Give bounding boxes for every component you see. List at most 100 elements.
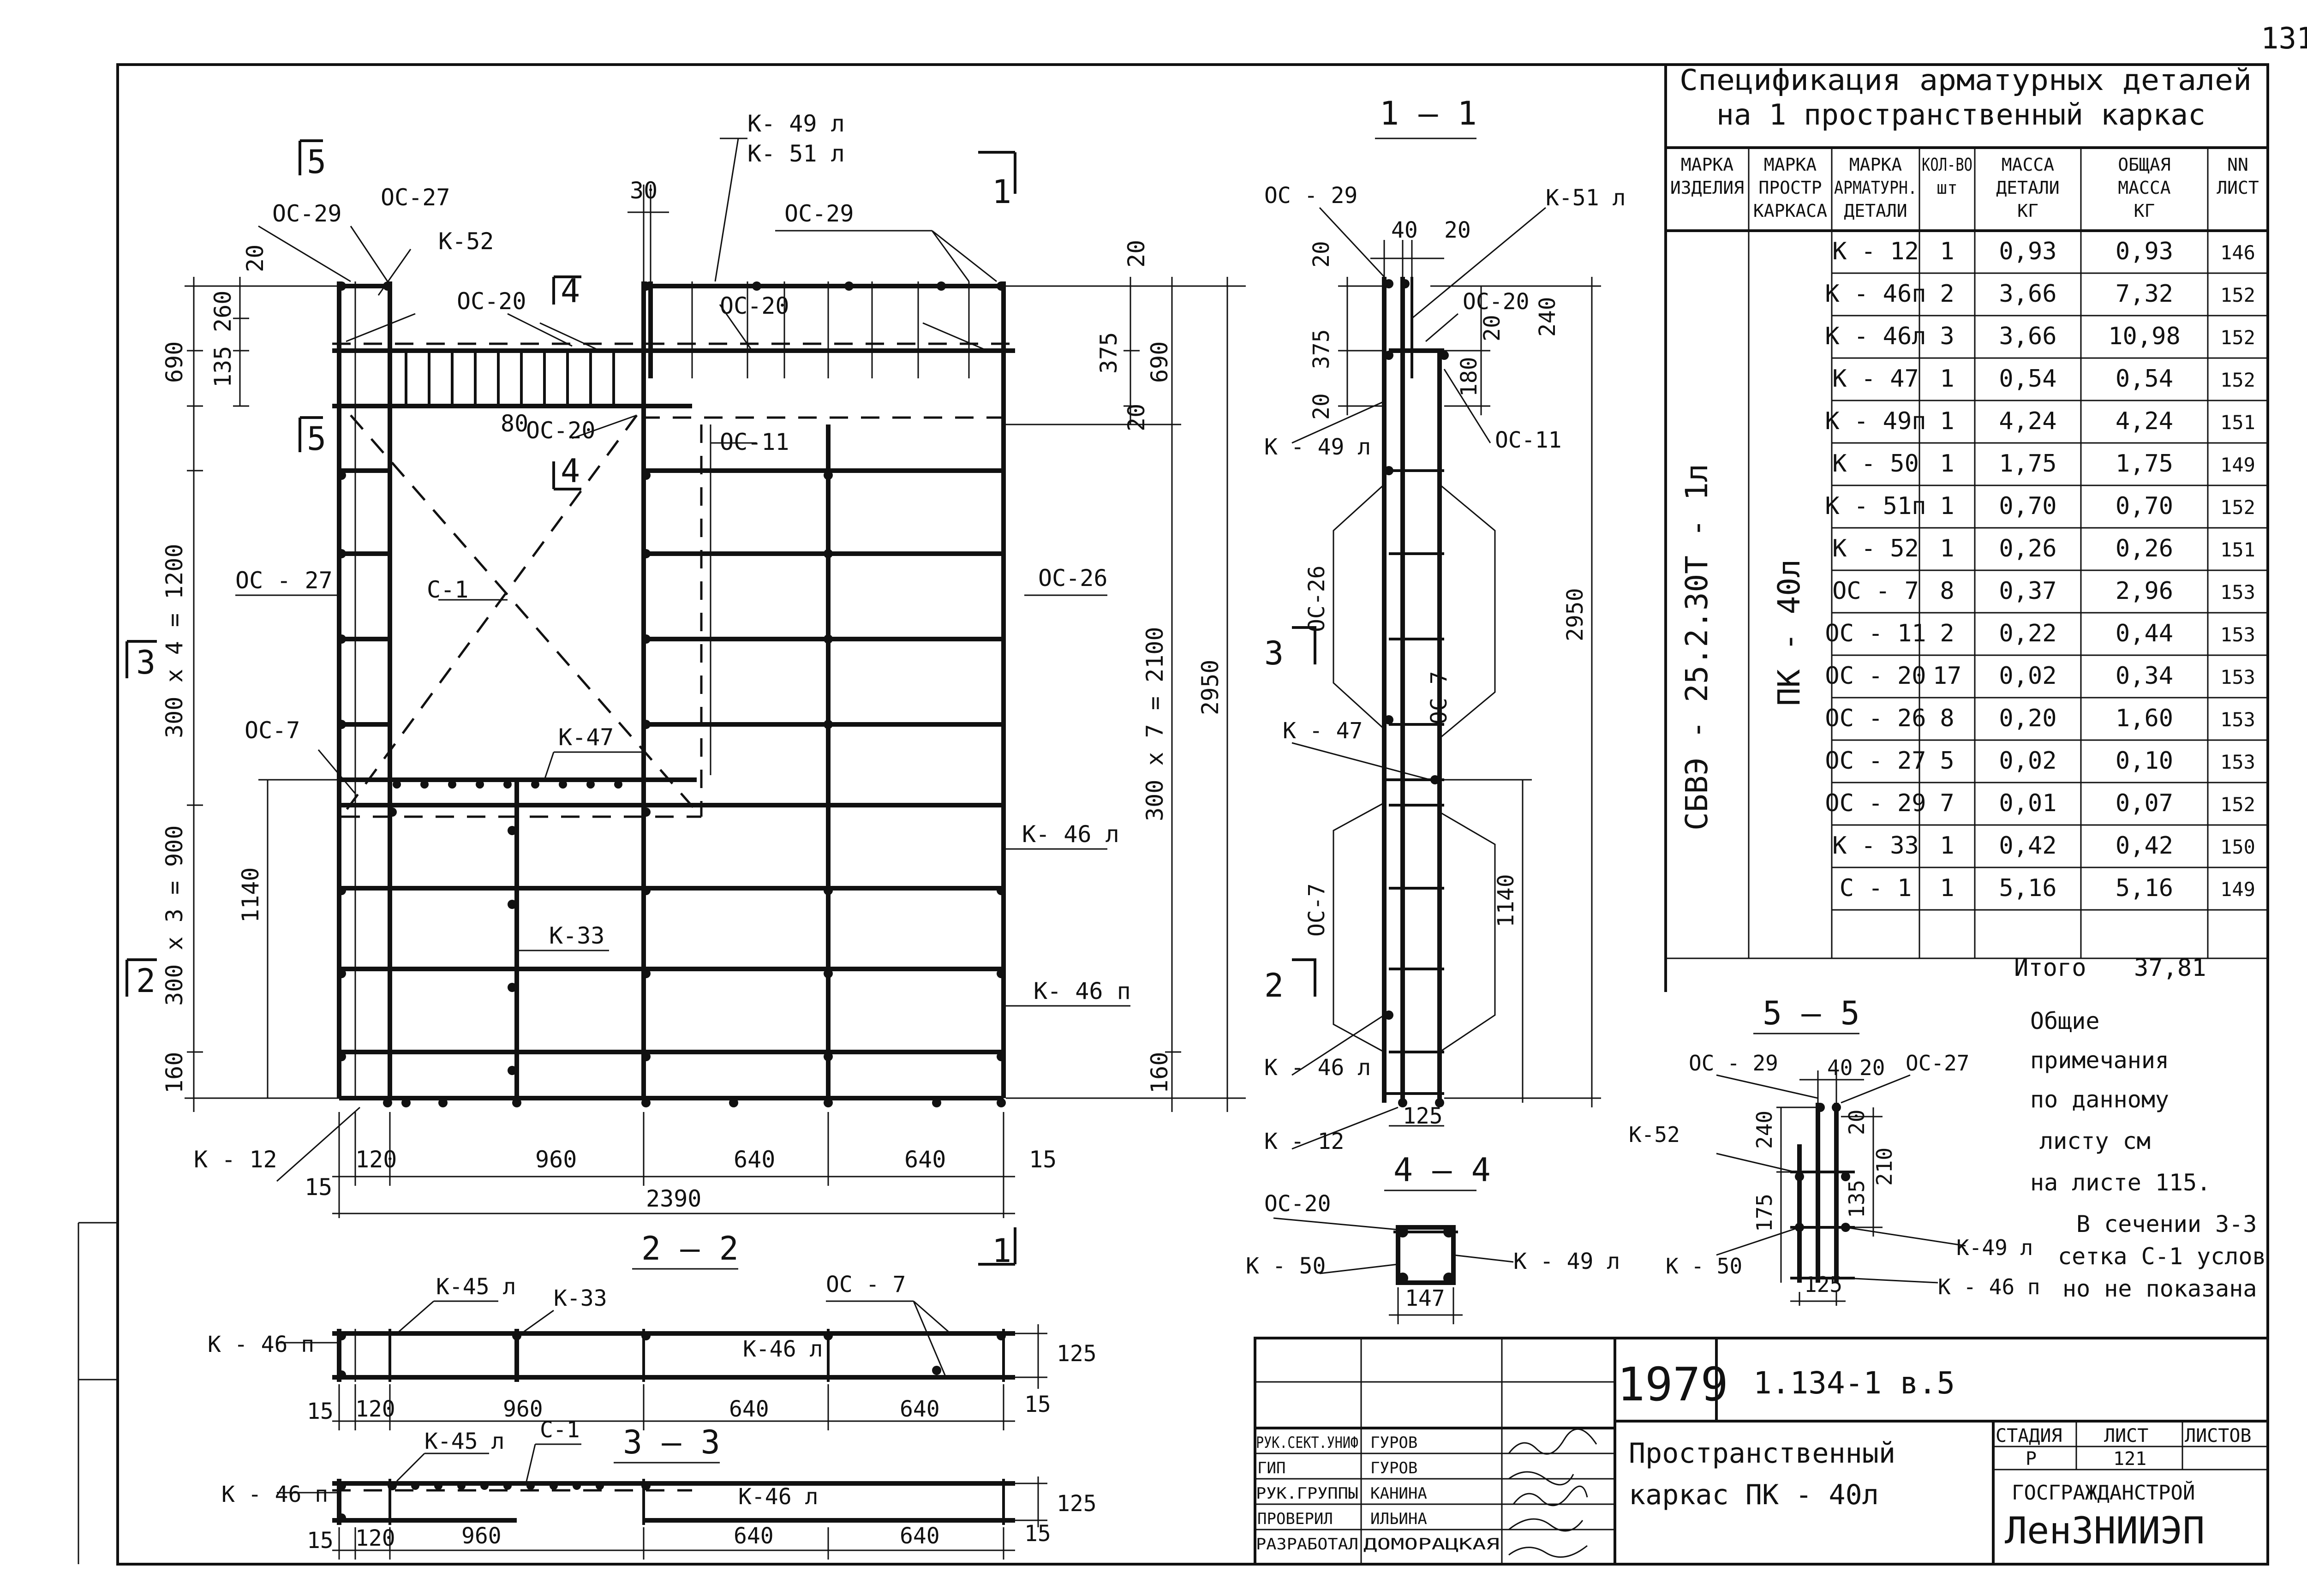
note-line-2: примечания [2030, 1047, 2169, 1074]
tb-year: 1979 [1617, 1357, 1728, 1411]
tb-name-1: ГУРОВ [1370, 1434, 1417, 1452]
spec-cell: 0,01 [1999, 789, 2056, 817]
s55-d40: 40 [1827, 1055, 1853, 1080]
spec-cell: 146 [2220, 241, 2255, 264]
s33-d15a: 15 [307, 1528, 334, 1554]
spec-total-label: Итого [2014, 954, 2086, 982]
tb-name-3: КАНИНА [1370, 1484, 1427, 1503]
s22-k46l: К-46 л [743, 1336, 823, 1362]
dim-690r: 690 [1146, 341, 1173, 383]
spec-cell: 151 [2220, 538, 2255, 561]
dim-640b: 640 [904, 1146, 946, 1173]
spec-cell: 0,42 [2116, 832, 2173, 860]
plan-view: 5 5 4 4 1 1 3 2 ОС-29 ОС-27 К-52 ОС-20 К… [126, 110, 1246, 1270]
spec-cell: 5,16 [1999, 874, 2056, 902]
plan-text: 5 5 4 4 1 1 3 2 ОС-29 ОС-27 К-52 ОС-20 К… [136, 110, 1224, 1270]
spec-cell: 4,24 [1999, 407, 2056, 435]
mark-1-top: 1 [992, 173, 1011, 211]
tb-org-1: ГОСГРАЖДАНСТРОЙ [2012, 1480, 2195, 1505]
tb-role-5: РАЗРАБОТАЛ [1256, 1535, 1358, 1554]
dim-2390: 2390 [646, 1185, 701, 1212]
dim-1140: 1140 [237, 867, 264, 923]
spec-cell: ОС - 27 [1825, 747, 1926, 775]
label-k51l: К- 51 л [747, 140, 845, 167]
spec-cell: 1,75 [2116, 450, 2173, 478]
tb-name-2: ГУРОВ [1370, 1459, 1417, 1477]
note-line-3: по данному [2030, 1086, 2169, 1113]
tb-title-1: Пространственный [1629, 1437, 1895, 1470]
spec-title-2: на 1 пространственный каркас [1716, 98, 2205, 132]
spec-cell: К - 52 [1832, 535, 1919, 562]
label-oc29: ОС-29 [272, 200, 342, 227]
spec-cell: 1 [1940, 874, 1954, 902]
s11-oc7b: ОС-7 [1304, 883, 1330, 937]
s33-d15b: 15 [1024, 1521, 1051, 1547]
spec-cell: 153 [2220, 623, 2255, 646]
label-c1: С-1 [427, 576, 468, 603]
label-k52: К-52 [438, 228, 494, 255]
spec-cell: 0,26 [2116, 535, 2173, 562]
spec-cell: 3,66 [1999, 280, 2056, 308]
spec-cell: 0,93 [1999, 238, 2056, 265]
spec-cell: 0,20 [1999, 705, 2056, 732]
spec-header-cell: ОБЩАЯ [2118, 155, 2170, 175]
s11-d125: 125 [1403, 1103, 1443, 1129]
dim-2100: 300 x 7 = 2100 [1142, 627, 1168, 821]
spec-cell: 149 [2220, 454, 2255, 476]
dim-160: 160 [161, 1052, 188, 1094]
dim-1200: 300 x 4 = 1200 [161, 544, 188, 738]
section-5-5: 5 — 5 ОС - 29 [1629, 994, 2040, 1306]
spec-header-cell: МАРКА [1681, 155, 1734, 175]
oc20-ties [405, 351, 615, 406]
spec-cell: 1 [1940, 535, 1954, 562]
s55-d20b: 20 [1844, 1110, 1869, 1135]
s11-k46l: К - 46 л [1264, 1055, 1371, 1081]
spec-cell: К - 46п [1825, 280, 1926, 308]
spec-cell: К - 47 [1832, 365, 1919, 393]
spec-cell: К - 51п [1825, 492, 1926, 520]
label-oc29b: ОС-29 [784, 200, 854, 227]
tb-org-2: ЛенЗНИИЭП [2005, 1509, 2205, 1552]
spec-cell: 4,24 [2116, 407, 2173, 435]
spec-header-cell: КГ [2134, 201, 2155, 221]
page-number: 131 [2261, 22, 2307, 56]
spec-frame-mark: ПК - 40л [1771, 559, 1807, 706]
spec-cell: 2 [1940, 280, 1954, 308]
spec-cell: 8 [1940, 577, 1954, 605]
label-oc7: ОС-7 [245, 717, 300, 744]
spec-cell: 152 [2220, 496, 2255, 519]
section-1-1: 1 — 1 [1264, 95, 1626, 1154]
label-oc11: ОС-11 [720, 429, 789, 455]
spec-cell: 1 [1940, 365, 1954, 393]
spec-cell: 0,07 [2116, 789, 2173, 817]
spec-header-cell: МАРКА [1764, 155, 1817, 175]
dim-30: 30 [630, 177, 657, 204]
note-line-1: Общие [2030, 1008, 2100, 1034]
dim-960: 960 [535, 1146, 577, 1173]
spec-cell: К - 50 [1832, 450, 1919, 478]
spec-total-value: 37,81 [2134, 954, 2206, 982]
note-line-4: листу см [2039, 1128, 2151, 1154]
spec-cell: 152 [2220, 793, 2255, 816]
spec-cell: ОС - 7 [1832, 577, 1919, 605]
spec-header-cell: КОЛ-ВО [1922, 155, 1972, 175]
spec-cell: 153 [2220, 581, 2255, 604]
label-k12: К - 12 [194, 1146, 277, 1173]
s11-oc26: ОС-26 [1304, 566, 1330, 633]
spec-cell: 152 [2220, 326, 2255, 349]
spec-cell: С - 1 [1840, 874, 1912, 902]
s22-k46p: К - 46 п [208, 1332, 314, 1357]
title-block: 1979 1.134-1 в.5 РУК.СЕКТ.УНИФ ГИП РУК.Г… [1254, 1337, 2269, 1566]
tb-series: 1.134-1 в.5 [1753, 1365, 1955, 1401]
s22-d960: 960 [503, 1396, 543, 1422]
s33-c1: С-1 [540, 1417, 580, 1443]
s33-k46l: К-46 л [738, 1484, 818, 1510]
spec-cell: 3 [1940, 323, 1954, 350]
s33-d640b: 640 [900, 1523, 940, 1549]
s55-d175: 175 [1752, 1194, 1777, 1232]
s11-d180: 180 [1456, 357, 1482, 397]
spec-cell: 150 [2220, 836, 2255, 858]
s33-k45l: К-45 л [424, 1429, 504, 1454]
s44-k50: К - 50 [1246, 1253, 1326, 1279]
